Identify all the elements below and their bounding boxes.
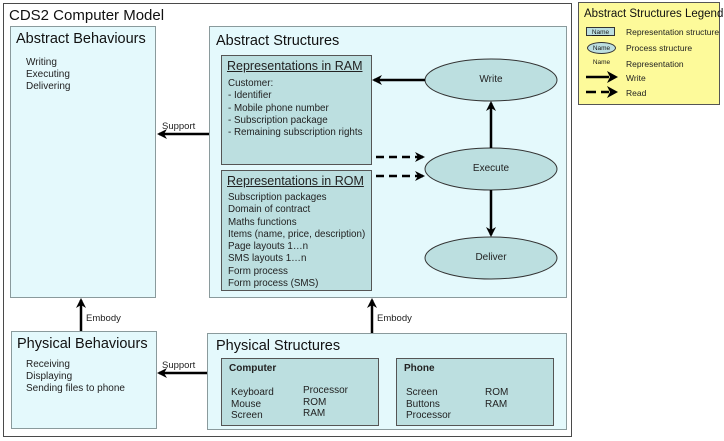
execute-process-label: Execute bbox=[472, 163, 510, 174]
list-item: Executing bbox=[26, 69, 70, 80]
list-item: Form process bbox=[228, 265, 288, 277]
legend-label: Representation bbox=[626, 59, 684, 69]
representation-swatch: Name bbox=[592, 59, 611, 66]
representation-structure-swatch: Name bbox=[586, 27, 615, 36]
write-process-label: Write bbox=[479, 74, 503, 85]
list-item: RAM bbox=[485, 398, 508, 410]
physical-behaviours-title: Physical Behaviours bbox=[17, 336, 148, 352]
list-item: Keyboard bbox=[231, 387, 274, 398]
phone-col-1: Screen Buttons Processor bbox=[406, 387, 451, 422]
rom-title: Representations in ROM bbox=[227, 174, 364, 188]
support-label-bottom: Support bbox=[162, 360, 196, 371]
phone-col-2: ROM RAM bbox=[485, 387, 508, 410]
list-item: Displaying bbox=[26, 371, 73, 382]
list-item: Receiving bbox=[26, 359, 70, 370]
list-item: Maths functions bbox=[228, 216, 297, 228]
list-item: Processor bbox=[303, 385, 349, 396]
legend-title: Abstract Structures Legend bbox=[584, 8, 724, 20]
physical-behaviours-panel: Physical Behaviours Receiving Displaying… bbox=[11, 331, 157, 429]
physical-structures-title: Physical Structures bbox=[216, 338, 341, 354]
computer-title: Computer bbox=[229, 363, 277, 374]
list-item: ROM bbox=[485, 387, 509, 398]
ram-list: Customer: - Identifier - Mobile phone nu… bbox=[228, 78, 363, 139]
list-item: SMS layouts 1…n bbox=[228, 253, 307, 265]
representations-in-ram-box: Representations in RAM Customer: - Ident… bbox=[221, 55, 372, 165]
legend-label: Write bbox=[626, 73, 646, 83]
list-item: Subscription packages bbox=[228, 192, 327, 203]
list-item: - Identifier bbox=[228, 90, 272, 102]
list-item: Items (name, price, description) bbox=[228, 228, 366, 240]
deliver-process-label: Deliver bbox=[475, 252, 507, 263]
list-item: - Mobile phone number bbox=[228, 102, 329, 114]
list-item: Buttons bbox=[406, 398, 440, 410]
embody-label-right: Embody bbox=[377, 313, 412, 324]
list-item: Writing bbox=[26, 57, 57, 68]
abstract-behaviours-list: Writing Executing Delivering bbox=[26, 57, 70, 93]
abstract-behaviours-panel: Abstract Behaviours Writing Executing De… bbox=[10, 26, 156, 298]
list-item: Screen bbox=[406, 387, 438, 398]
support-label-top: Support bbox=[162, 121, 196, 132]
embody-label-left: Embody bbox=[86, 313, 121, 324]
list-item: RAM bbox=[303, 408, 326, 419]
list-item: Processor bbox=[406, 410, 452, 421]
rom-list: Subscription packages Domain of contract… bbox=[228, 192, 365, 290]
read-arrow-icon bbox=[586, 86, 618, 98]
computer-box: Computer Keyboard Mouse Screen Processor… bbox=[221, 358, 379, 426]
legend-label: Read bbox=[626, 88, 647, 98]
physical-behaviours-list: Receiving Displaying Sending files to ph… bbox=[26, 359, 125, 395]
list-item: Domain of contract bbox=[228, 204, 311, 216]
list-item: - Remaining subscription rights bbox=[228, 127, 363, 139]
legend-label: Process structure bbox=[626, 43, 693, 53]
process-structure-swatch: Name bbox=[587, 42, 616, 54]
list-item: Mouse bbox=[231, 398, 262, 410]
list-item: ROM bbox=[303, 396, 327, 408]
computer-col-2: Processor ROM RAM bbox=[303, 385, 348, 420]
list-item: Screen bbox=[231, 410, 263, 421]
phone-title: Phone bbox=[404, 363, 435, 374]
legend-panel: Abstract Structures Legend Name Represen… bbox=[578, 2, 724, 105]
list-item: Delivering bbox=[26, 81, 71, 92]
ram-title: Representations in RAM bbox=[227, 59, 363, 73]
list-item: Customer: bbox=[228, 78, 274, 89]
abstract-structures-title: Abstract Structures bbox=[216, 33, 340, 49]
diagram-title: CDS2 Computer Model bbox=[9, 7, 165, 24]
write-arrow-icon bbox=[586, 71, 618, 83]
list-item: - Subscription package bbox=[228, 114, 328, 126]
computer-col-1: Keyboard Mouse Screen bbox=[231, 387, 274, 422]
list-item: Sending files to phone bbox=[26, 383, 125, 394]
phone-box: Phone Screen Buttons Processor ROM RAM bbox=[396, 358, 554, 426]
abstract-behaviours-title: Abstract Behaviours bbox=[16, 31, 146, 47]
list-item: Page layouts 1…n bbox=[228, 241, 309, 253]
legend-label: Representation structure bbox=[626, 27, 720, 37]
list-item: Form process (SMS) bbox=[228, 278, 319, 290]
representations-in-rom-box: Representations in ROM Subscription pack… bbox=[221, 170, 372, 291]
